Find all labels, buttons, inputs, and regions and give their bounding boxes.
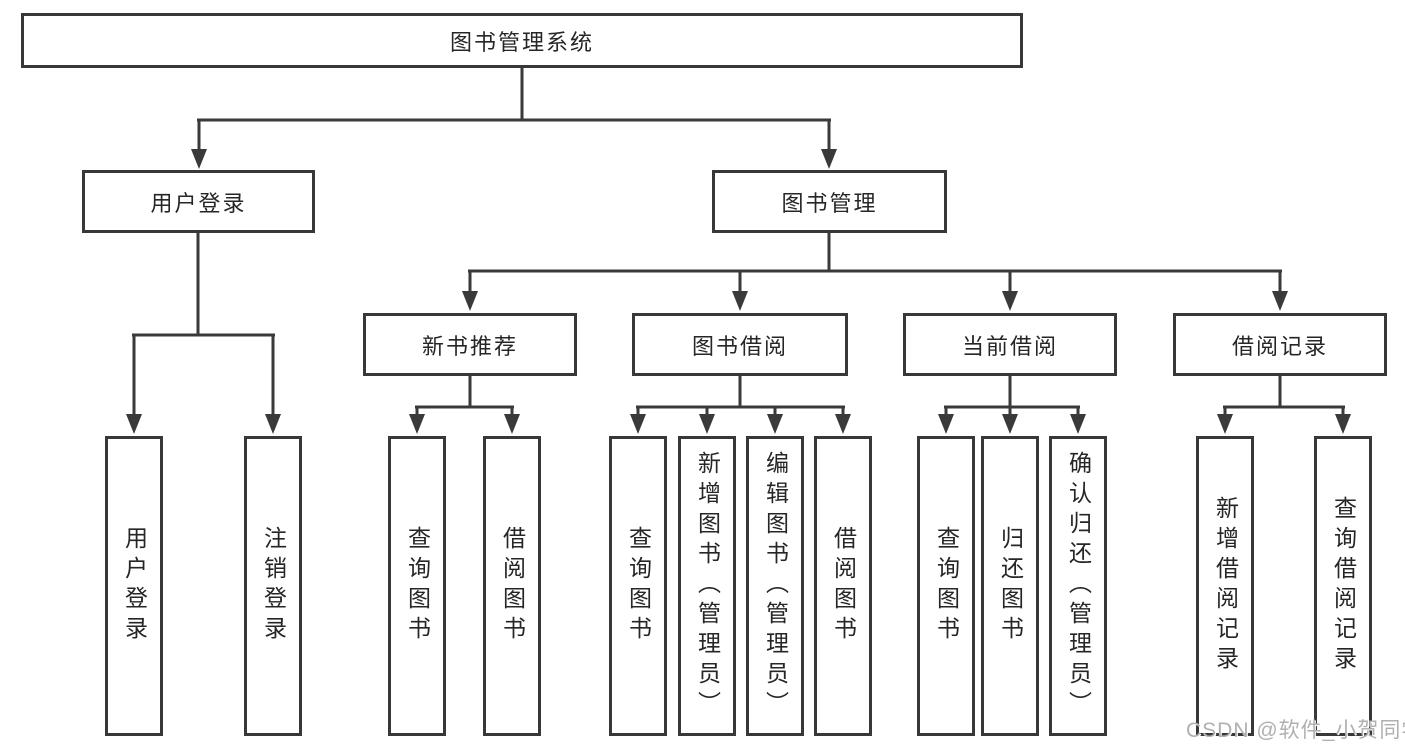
node-book-borrowing-label: 图书借阅 [691,333,788,359]
node-book-borrowing: 图书借阅 [632,313,848,376]
arrowheads [126,149,1351,434]
node-leaf-query-borrow-record-label: 查询借阅记录 [1330,496,1357,676]
node-leaf-borrow-books-rec: 借阅图书 [483,436,541,736]
node-leaf-query-borrow-record: 查询借阅记录 [1314,436,1372,736]
node-leaf-add-book-admin-label: 新增图书（管理员） [694,451,721,721]
node-leaf-return-books: 归还图书 [981,436,1039,736]
node-new-book-recommend-label: 新书推荐 [421,333,518,359]
node-root-label: 图书管理系统 [449,29,594,55]
node-leaf-logout: 注销登录 [244,436,302,736]
node-leaf-confirm-return-admin-label: 确认归还（管理员） [1065,451,1092,721]
node-leaf-edit-book-admin: 编辑图书（管理员） [746,436,804,736]
node-leaf-borrow-books: 借阅图书 [814,436,872,736]
node-leaf-user-login: 用户登录 [105,436,163,736]
node-leaf-query-books-current: 查询图书 [917,436,975,736]
node-leaf-return-books-label: 归还图书 [997,526,1024,646]
node-current-borrowing: 当前借阅 [903,313,1117,376]
node-leaf-logout-label: 注销登录 [260,526,287,646]
node-borrowing-records-label: 借阅记录 [1231,333,1328,359]
node-root: 图书管理系统 [21,13,1023,68]
node-leaf-query-books-rec-label: 查询图书 [404,526,431,646]
node-leaf-user-login-label: 用户登录 [121,526,148,646]
watermark: CSDN @软件_小贺同学 [1186,719,1405,742]
node-leaf-borrow-books-rec-label: 借阅图书 [499,526,526,646]
node-leaf-query-books-current-label: 查询图书 [933,526,960,646]
node-new-book-recommend: 新书推荐 [363,313,577,376]
node-leaf-query-books-rec: 查询图书 [388,436,446,736]
node-user-login-label: 用户登录 [150,190,247,216]
node-current-borrowing-label: 当前借阅 [961,333,1058,359]
node-leaf-add-borrow-record: 新增借阅记录 [1196,436,1254,736]
node-leaf-edit-book-admin-label: 编辑图书（管理员） [762,451,789,721]
node-leaf-query-books-borrow-label: 查询图书 [625,526,652,646]
node-leaf-add-book-admin: 新增图书（管理员） [678,436,736,736]
node-book-management: 图书管理 [712,170,947,233]
node-user-login: 用户登录 [82,170,315,233]
node-leaf-borrow-books-label: 借阅图书 [830,526,857,646]
node-leaf-confirm-return-admin: 确认归还（管理员） [1049,436,1107,736]
node-leaf-add-borrow-record-label: 新增借阅记录 [1212,496,1239,676]
node-leaf-query-books-borrow: 查询图书 [609,436,667,736]
node-borrowing-records: 借阅记录 [1173,313,1387,376]
node-book-management-label: 图书管理 [781,190,878,216]
